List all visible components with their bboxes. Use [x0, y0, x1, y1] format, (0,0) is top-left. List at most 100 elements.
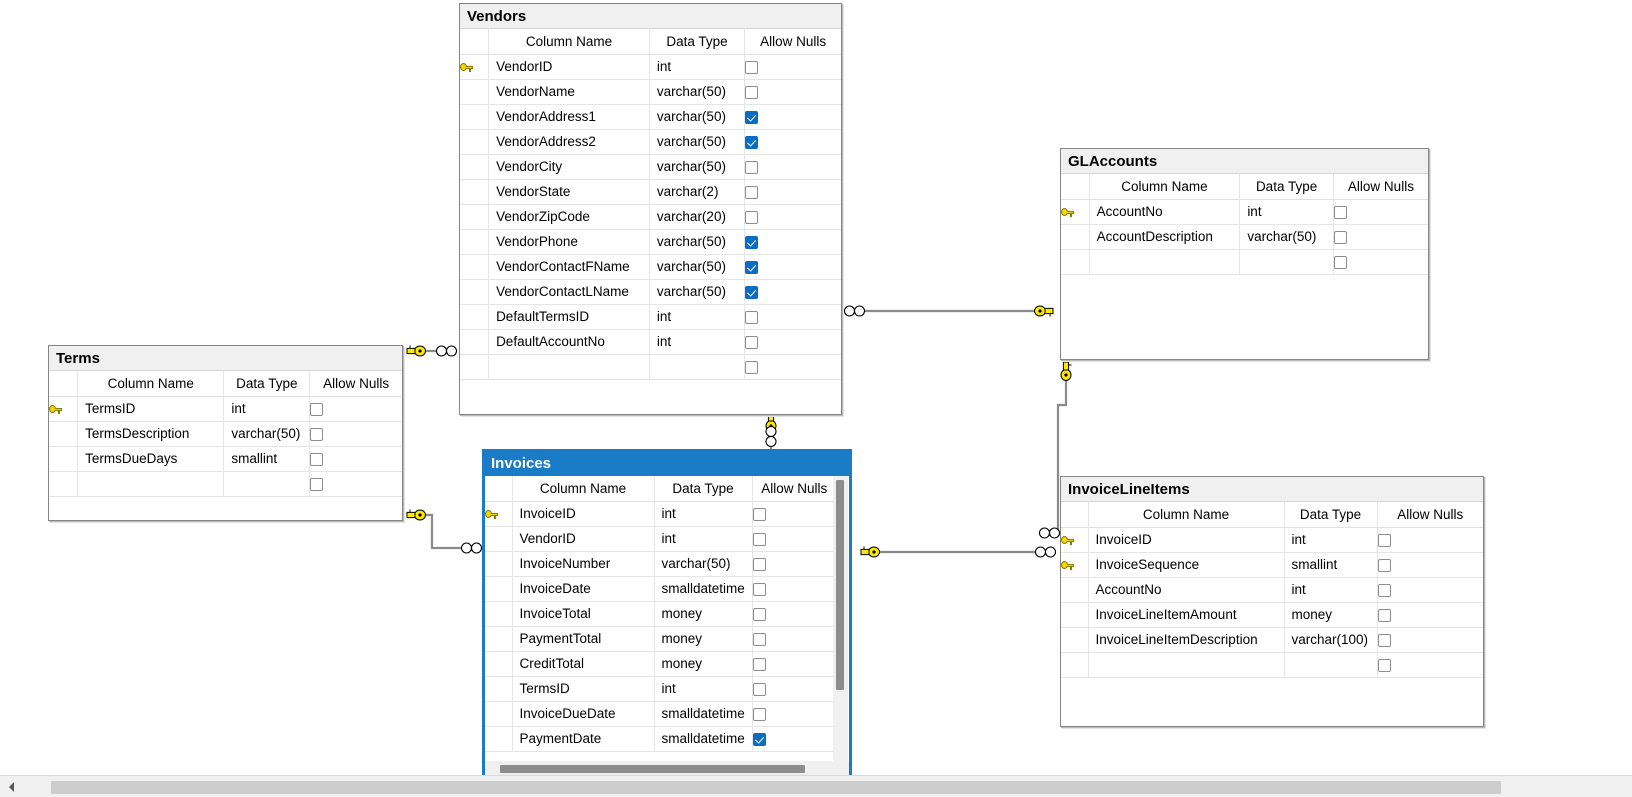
table-grid-terms[interactable]: Column Name Data Type Allow Nulls TermsI…: [49, 371, 402, 521]
cell-column-name[interactable]: AccountNo: [1089, 199, 1241, 225]
cell-allow-nulls[interactable]: [309, 446, 402, 472]
allow-nulls-checkbox[interactable]: [1377, 558, 1391, 572]
allow-nulls-checkbox[interactable]: [745, 335, 759, 349]
allow-nulls-checkbox[interactable]: [1377, 533, 1391, 547]
cell-data-type[interactable]: int: [649, 329, 746, 355]
cell-allow-nulls[interactable]: [1377, 527, 1483, 553]
allow-nulls-checkbox[interactable]: [745, 235, 759, 249]
allow-nulls-checkbox[interactable]: [745, 160, 759, 174]
table-invoices[interactable]: Invoices Column Name Data Type Allow Nul…: [483, 450, 851, 777]
cell-allow-nulls[interactable]: [744, 229, 841, 255]
cell-data-type[interactable]: varchar(50): [649, 254, 746, 280]
table-row[interactable]: [1061, 249, 1428, 275]
table-row[interactable]: [460, 354, 841, 380]
cell-column-name[interactable]: [1089, 249, 1241, 275]
cell-column-name[interactable]: AccountDescription: [1089, 224, 1241, 250]
allow-nulls-checkbox[interactable]: [310, 402, 324, 416]
allow-nulls-checkbox[interactable]: [745, 185, 759, 199]
allow-nulls-checkbox[interactable]: [745, 135, 759, 149]
cell-column-name[interactable]: VendorContactLName: [488, 279, 650, 305]
cell-allow-nulls[interactable]: [1377, 577, 1483, 603]
cell-allow-nulls[interactable]: [1377, 552, 1483, 578]
cell-allow-nulls[interactable]: [752, 701, 836, 727]
table-grid-glaccounts[interactable]: Column Name Data Type Allow Nulls Accoun…: [1061, 174, 1428, 360]
table-grid-invoicelineitems[interactable]: Column Name Data Type Allow Nulls Invoic…: [1061, 502, 1483, 727]
allow-nulls-checkbox[interactable]: [745, 260, 759, 274]
cell-column-name[interactable]: PaymentTotal: [512, 626, 655, 652]
cell-data-type[interactable]: int: [654, 676, 753, 702]
invoices-horizontal-scrollbar[interactable]: [485, 761, 849, 776]
allow-nulls-checkbox[interactable]: [745, 60, 759, 74]
cell-data-type[interactable]: varchar(20): [649, 204, 746, 230]
cell-column-name[interactable]: CreditTotal: [512, 651, 655, 677]
cell-allow-nulls[interactable]: [1333, 224, 1428, 250]
cell-column-name[interactable]: InvoiceLineItemAmount: [1088, 602, 1285, 628]
cell-column-name[interactable]: TermsDueDays: [77, 446, 225, 472]
table-vendors[interactable]: Vendors Column Name Data Type Allow Null…: [459, 3, 842, 415]
cell-data-type[interactable]: varchar(50): [649, 279, 746, 305]
cell-data-type[interactable]: varchar(50): [649, 79, 746, 105]
cell-allow-nulls[interactable]: [744, 354, 841, 380]
cell-column-name[interactable]: TermsID: [512, 676, 655, 702]
cell-column-name[interactable]: [1088, 652, 1285, 678]
allow-nulls-checkbox[interactable]: [745, 85, 759, 99]
cell-column-name[interactable]: VendorCity: [488, 154, 650, 180]
cell-column-name[interactable]: InvoiceSequence: [1088, 552, 1285, 578]
cell-allow-nulls[interactable]: [752, 676, 836, 702]
cell-column-name[interactable]: VendorState: [488, 179, 650, 205]
allow-nulls-checkbox[interactable]: [752, 557, 766, 571]
allow-nulls-checkbox[interactable]: [745, 210, 759, 224]
cell-column-name[interactable]: VendorID: [488, 54, 650, 80]
allow-nulls-checkbox[interactable]: [752, 582, 766, 596]
allow-nulls-checkbox[interactable]: [310, 427, 324, 441]
table-grid-invoices[interactable]: Column Name Data Type Allow Nulls Invoic…: [484, 476, 850, 777]
cell-data-type[interactable]: varchar(50): [649, 129, 746, 155]
allow-nulls-checkbox[interactable]: [1377, 633, 1391, 647]
cell-column-name[interactable]: InvoiceTotal: [512, 601, 655, 627]
cell-column-name[interactable]: DefaultTermsID: [488, 304, 650, 330]
allow-nulls-checkbox[interactable]: [1333, 255, 1347, 269]
allow-nulls-checkbox[interactable]: [1377, 658, 1391, 672]
window-horizontal-scrollbar[interactable]: [0, 775, 1632, 797]
cell-data-type[interactable]: smallint: [223, 446, 311, 472]
allow-nulls-checkbox[interactable]: [1377, 583, 1391, 597]
cell-data-type[interactable]: varchar(50): [1239, 224, 1334, 250]
allow-nulls-checkbox[interactable]: [752, 682, 766, 696]
cell-allow-nulls[interactable]: [752, 651, 836, 677]
cell-data-type[interactable]: [1284, 652, 1378, 678]
cell-data-type[interactable]: int: [1284, 577, 1378, 603]
cell-data-type[interactable]: money: [1284, 602, 1378, 628]
cell-column-name[interactable]: InvoiceNumber: [512, 551, 655, 577]
cell-column-name[interactable]: [488, 354, 650, 380]
cell-data-type[interactable]: varchar(50): [649, 154, 746, 180]
cell-allow-nulls[interactable]: [744, 129, 841, 155]
cell-column-name[interactable]: [77, 471, 225, 497]
cell-column-name[interactable]: InvoiceDueDate: [512, 701, 655, 727]
cell-data-type[interactable]: varchar(100): [1284, 627, 1378, 653]
scrollbar-thumb[interactable]: [500, 765, 805, 773]
cell-data-type[interactable]: int: [649, 304, 746, 330]
cell-data-type[interactable]: [1239, 249, 1334, 275]
cell-data-type[interactable]: int: [654, 501, 753, 527]
allow-nulls-checkbox[interactable]: [752, 732, 766, 746]
cell-data-type[interactable]: money: [654, 601, 753, 627]
cell-column-name[interactable]: InvoiceID: [1088, 527, 1285, 553]
cell-data-type[interactable]: [223, 471, 311, 497]
